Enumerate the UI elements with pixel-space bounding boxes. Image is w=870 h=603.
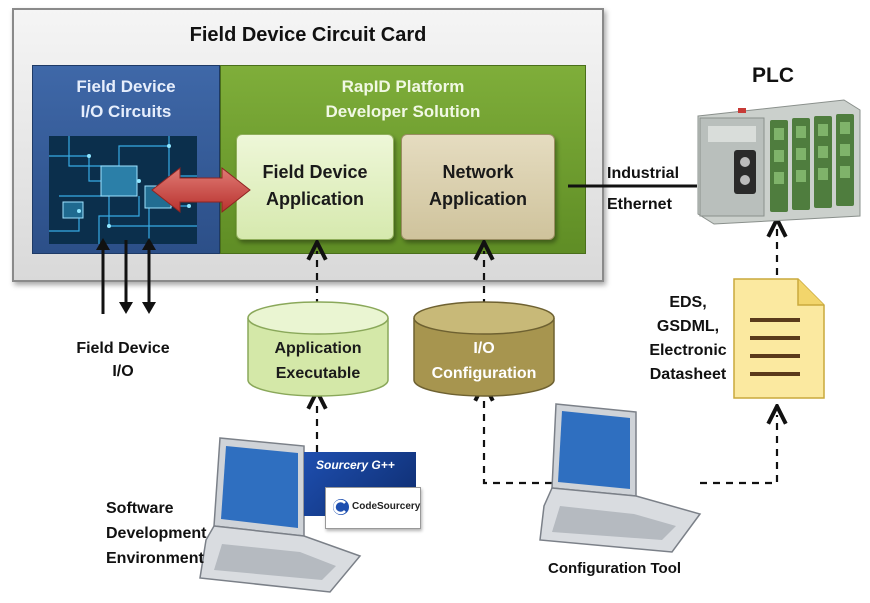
sde-label: Software Development Environment xyxy=(106,496,206,571)
rapid-platform-title-line2: Developer Solution xyxy=(325,102,481,121)
datasheet-line3: Electronic xyxy=(649,342,727,359)
plc-device-image xyxy=(694,96,862,226)
field-device-io-line2: I/O xyxy=(112,363,134,380)
io-circuits-title-line2: I/O Circuits xyxy=(80,102,172,121)
tool-to-config-arrow xyxy=(484,392,552,485)
configuration-tool-label: Configuration Tool xyxy=(548,560,682,577)
network-application-line2: Application xyxy=(429,189,527,209)
application-executable-line1: Application xyxy=(274,340,362,357)
io-circuits-title-line1: Field Device xyxy=(76,77,176,96)
rapid-platform-title-line1: RapID Platform xyxy=(341,77,465,96)
network-application-label: Network Application xyxy=(402,159,554,213)
industrial-ethernet-label: Industrial Ethernet xyxy=(607,158,679,220)
io-configuration-line1: I/O xyxy=(473,340,495,357)
codesourcery-logo-box: CodeSourcery xyxy=(325,487,421,529)
tool-to-datasheet-arrow xyxy=(700,415,777,485)
sde-line2: Development xyxy=(106,525,207,542)
datasheet-label: EDS, GSDML, Electronic Datasheet xyxy=(640,291,736,387)
field-device-circuit-card: Field Device Circuit Card Field Device I… xyxy=(12,8,604,282)
industrial-ethernet-line1: Industrial xyxy=(607,165,680,182)
config-tool-laptop-icon xyxy=(539,403,702,553)
io-circuits-panel: Field Device I/O Circuits xyxy=(32,65,220,254)
card-title: Field Device Circuit Card xyxy=(189,24,427,46)
io-configuration-cylinder xyxy=(413,301,555,397)
field-device-application-line1: Field Device xyxy=(262,162,368,182)
plc-label: PLC xyxy=(752,64,794,87)
network-application-box: Network Application xyxy=(401,134,555,240)
application-executable-line2: Executable xyxy=(275,365,361,382)
rapid-platform-panel: RapID Platform Developer Solution Field … xyxy=(220,65,586,254)
field-device-application-label: Field Device Application xyxy=(237,159,393,213)
codesourcery-label: CodeSourcery xyxy=(352,501,421,512)
field-device-application-line2: Application xyxy=(266,189,364,209)
io-circuits-title: Field Device I/O Circuits xyxy=(33,74,219,124)
field-device-io-label: Field Device I/O xyxy=(58,337,188,383)
io-configuration-label: I/O Configuration xyxy=(414,336,554,386)
io-configuration-line2: Configuration xyxy=(431,365,537,382)
sde-laptop-icon xyxy=(199,437,362,593)
datasheet-document-icon xyxy=(733,278,825,399)
field-device-application-box: Field Device Application xyxy=(236,134,394,240)
application-executable-cylinder xyxy=(247,301,389,397)
codesourcery-logo-icon xyxy=(333,499,349,515)
datasheet-line4: Datasheet xyxy=(649,366,727,383)
application-executable-label: Application Executable xyxy=(248,336,388,386)
datasheet-line1: EDS, xyxy=(669,294,707,311)
datasheet-line2: GSDML, xyxy=(656,318,720,335)
industrial-ethernet-line2: Ethernet xyxy=(607,196,672,213)
field-device-io-arrows xyxy=(96,238,156,314)
rapid-platform-title: RapID Platform Developer Solution xyxy=(221,74,585,124)
network-application-line1: Network xyxy=(442,162,514,182)
sde-line3: Environment xyxy=(106,550,204,567)
sde-line1: Software xyxy=(106,500,174,517)
sourcery-gpp-label: Sourcery G++ xyxy=(316,458,395,472)
io-to-app-double-arrow xyxy=(151,166,251,214)
field-device-io-line1: Field Device xyxy=(76,340,170,357)
